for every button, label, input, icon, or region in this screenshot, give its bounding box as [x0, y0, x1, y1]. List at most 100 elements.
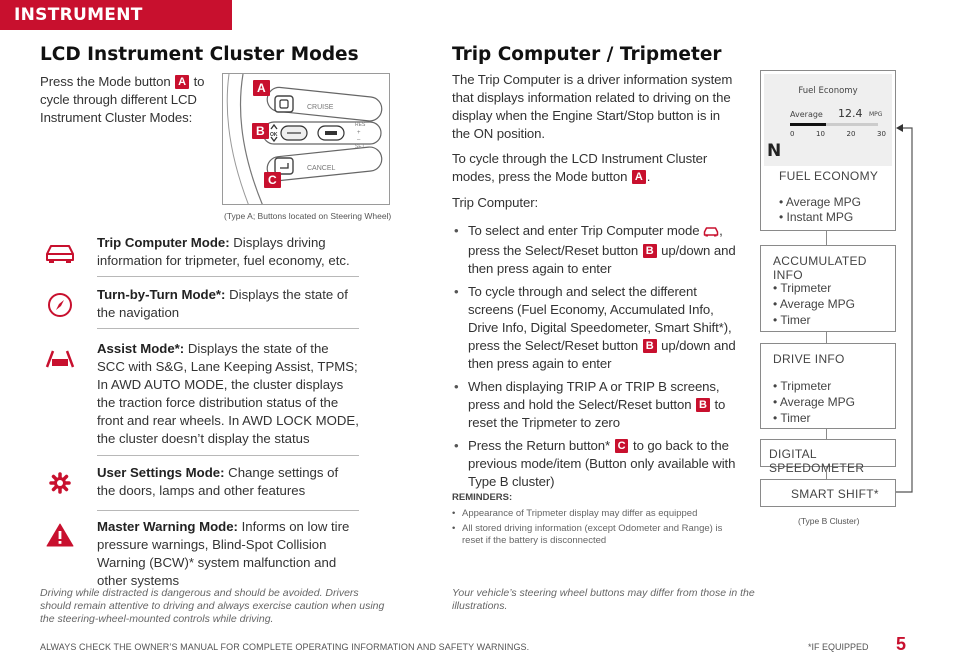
- gear-indicator: N: [767, 141, 782, 161]
- minus-label: –: [357, 137, 361, 143]
- steering-wheel-illustration: CRUISE CANCEL OK RES + – SET A B C: [222, 73, 390, 205]
- drive-info-box: DRIVE INFO • Tripmeter • Average MPG • T…: [760, 343, 896, 429]
- mode-assist-name: Assist Mode*:: [97, 341, 185, 356]
- mode-trip-computer-desc: Displays driving information for tripmet…: [97, 235, 350, 268]
- cluster-box-item: • Tripmeter: [773, 281, 832, 295]
- cluster-box-title: SMART SHIFT*: [791, 487, 879, 501]
- mode-user-settings-name: User Settings Mode:: [97, 465, 225, 480]
- mode-master-warning-name: Master Warning Mode:: [97, 519, 238, 534]
- intro-text-part1: Press the Mode button: [40, 74, 171, 89]
- divider: [97, 510, 359, 511]
- bullet-1-end: up/down and then press again to enter: [468, 243, 736, 276]
- tick-label: 10: [816, 130, 825, 138]
- average-unit: MPG: [869, 111, 883, 118]
- footer-warning: ALWAYS CHECK THE OWNER’S MANUAL FOR COMP…: [40, 642, 530, 652]
- badge-b: B: [696, 398, 710, 412]
- mode-assist-text: Assist Mode*: Displays the state of the …: [97, 340, 359, 448]
- right-para-2: To cycle through the LCD Instrument Clus…: [452, 150, 738, 186]
- accumulated-info-box: ACCUMULATED INFO • Tripmeter • Average M…: [760, 245, 896, 332]
- bullet-4-text: Press the Return button*: [468, 438, 611, 453]
- mode-assist: Assist Mode*: Displays the state of the …: [40, 340, 360, 450]
- mode-master-warning-text: Master Warning Mode: Informs on low tire…: [97, 518, 359, 590]
- fuel-economy-box: Fuel Economy Average 12.4 MPG 0 10 20 30…: [760, 70, 896, 231]
- cluster-box-title: DIGITAL SPEEDOMETER: [769, 447, 865, 475]
- bullet-3-end: to reset the Tripmeter to zero: [468, 397, 726, 430]
- bullet-1-text: To select and enter Trip Computer mode: [468, 223, 700, 238]
- page-number: 5: [896, 634, 907, 654]
- wheel-badge-b: B: [252, 123, 269, 139]
- divider: [97, 276, 359, 277]
- digital-speedometer-box: DIGITAL SPEEDOMETER: [760, 439, 896, 475]
- mode-turn-by-turn-name: Turn-by-Turn Mode*:: [97, 287, 226, 302]
- connector-line: [826, 429, 827, 439]
- cluster-box-item: • Tripmeter: [773, 379, 832, 393]
- bullet-2-text: To cycle through and select the differen…: [468, 284, 732, 353]
- tick-label: 0: [790, 130, 795, 138]
- connector-line: [826, 231, 827, 245]
- plus-label: +: [357, 130, 361, 136]
- fuel-scale-fill: [790, 123, 827, 126]
- mode-master-warning-desc: Informs on low tire pressure warnings, B…: [97, 519, 350, 588]
- compass-icon: [40, 290, 80, 320]
- fuel-scale-track: [790, 123, 878, 126]
- res-label: RES: [355, 122, 366, 128]
- bullet-2-end: up/down and then press again to enter: [468, 338, 736, 371]
- cluster-box-item: • Average MPG: [773, 395, 856, 409]
- wheel-badge-a: A: [253, 80, 270, 96]
- cluster-box-title: DRIVE INFO: [773, 352, 845, 366]
- smart-shift-box: SMART SHIFT*: [760, 479, 896, 507]
- cluster-box-item: • Average MPG: [773, 297, 856, 311]
- left-footnote: Driving while distracted is dangerous an…: [40, 587, 385, 625]
- mode-turn-by-turn-text: Turn-by-Turn Mode*: Displays the state o…: [97, 286, 359, 322]
- cluster-box-item: • Instant MPG: [779, 210, 854, 224]
- connector-line: [826, 467, 827, 479]
- left-section-title: LCD Instrument Cluster Modes: [40, 44, 359, 65]
- badge-a: A: [631, 170, 646, 184]
- reminder-item: All stored driving information (except O…: [452, 523, 742, 547]
- average-value: 12.4: [838, 107, 863, 120]
- cluster-box-title: FUEL ECONOMY: [779, 169, 879, 183]
- divider: [97, 328, 359, 329]
- mode-user-settings-text: User Settings Mode: Change settings of t…: [97, 464, 359, 500]
- cluster-box-item: • Timer: [773, 411, 811, 425]
- bullet-item: Press the Return button* C to go back to…: [454, 437, 738, 491]
- average-label: Average: [790, 110, 823, 119]
- badge-a: A: [175, 75, 190, 89]
- right-section-title: Trip Computer / Tripmeter: [452, 44, 722, 65]
- cluster-screen-title: Fuel Economy: [798, 86, 858, 96]
- bullet-item: When displaying TRIP A or TRIP B screens…: [454, 378, 738, 432]
- cluster-screen: Fuel Economy Average 12.4 MPG 0 10 20 30: [764, 74, 892, 166]
- road-lanes-icon: [40, 344, 80, 374]
- set-label: SET: [355, 144, 365, 150]
- tick-label: 30: [877, 130, 886, 138]
- reminders-title: REMINDERS:: [452, 492, 513, 503]
- right-para-2-end: .: [646, 169, 651, 184]
- right-footnote: Your vehicle’s steering wheel buttons ma…: [452, 587, 755, 612]
- fuel-scale-ticks: 0 10 20 30: [790, 130, 886, 138]
- wheel-image-caption: (Type A; Buttons located on Steering Whe…: [224, 211, 392, 221]
- bullet-3-text: When displaying TRIP A or TRIP B screens…: [468, 379, 720, 412]
- tick-label: 20: [846, 130, 856, 138]
- bullet-item: To select and enter Trip Computer mode ,…: [454, 222, 738, 278]
- reminders-list: Appearance of Tripmeter display may diff…: [452, 508, 742, 550]
- gear-icon: [40, 468, 80, 498]
- cluster-box-item: • Average MPG: [779, 195, 862, 209]
- cluster-box-items: • Average MPG • Instant MPG: [779, 195, 861, 225]
- bullet-item: To cycle through and select the differen…: [454, 283, 738, 373]
- mode-turn-by-turn: Turn-by-Turn Mode*: Displays the state o…: [40, 286, 360, 326]
- steering-wheel-drawing: CRUISE CANCEL OK RES + – SET: [226, 74, 383, 204]
- car-icon: [40, 238, 80, 268]
- mode-turn-by-turn-desc: Displays the state of the navigation: [97, 287, 348, 320]
- ok-label: OK: [270, 132, 278, 138]
- intro-text: Press the Mode button A to cycle through…: [40, 73, 208, 127]
- mode-user-settings-desc: Change settings of the doors, lamps and …: [97, 465, 339, 498]
- return-loop-arrow: [896, 124, 913, 493]
- section-banner: INSTRUMENT CLUSTER: [0, 0, 232, 55]
- mode-master-warning: Master Warning Mode: Informs on low tire…: [40, 518, 360, 588]
- divider: [97, 455, 359, 456]
- warning-icon: [40, 520, 80, 550]
- mode-trip-computer-name: Trip Computer Mode:: [97, 235, 230, 250]
- right-para-2-text: To cycle through the LCD Instrument Clus…: [452, 151, 708, 184]
- wheel-badge-c: C: [264, 172, 281, 188]
- bullet-4-end: to go back to the previous mode/item (Bu…: [468, 438, 736, 489]
